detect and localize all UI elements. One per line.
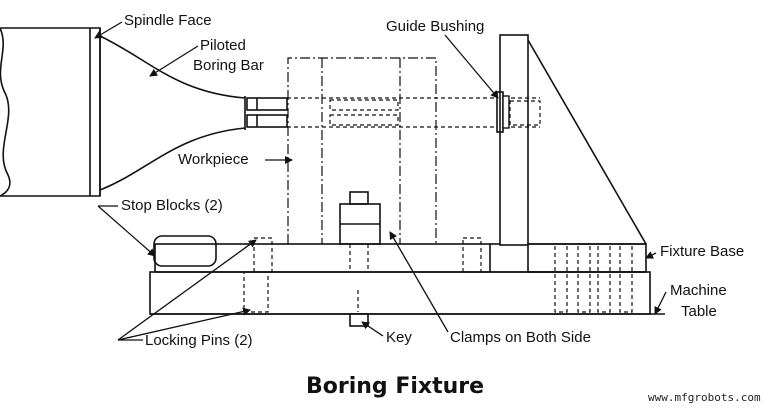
clamp <box>339 191 381 272</box>
diagram-title: Boring Fixture <box>306 374 485 399</box>
fixture-base-plate <box>149 235 651 315</box>
boring-bar <box>244 91 541 133</box>
label-locking-pins: Locking Pins (2) <box>145 332 253 349</box>
label-table: Table <box>681 303 717 320</box>
site-credit: www.mfgrobots.com <box>648 391 761 404</box>
leader-lines <box>94 21 667 341</box>
label-machine: Machine <box>670 282 727 299</box>
hidden-pins <box>243 237 633 313</box>
label-piloted: Piloted <box>200 37 246 54</box>
workpiece-outline <box>287 57 437 244</box>
label-key: Key <box>386 329 412 346</box>
label-fixture-base: Fixture Base <box>660 243 745 260</box>
label-stop-blocks: Stop Blocks (2) <box>121 197 223 214</box>
angle-plate <box>499 34 647 273</box>
label-spindle-face: Spindle Face <box>124 12 212 29</box>
label-guide-bushing: Guide Bushing <box>386 18 485 35</box>
label-boring-bar: Boring Bar <box>193 57 264 74</box>
label-clamps: Clamps on Both Side <box>450 329 591 346</box>
label-workpiece: Workpiece <box>178 151 249 168</box>
spindle <box>0 27 246 197</box>
